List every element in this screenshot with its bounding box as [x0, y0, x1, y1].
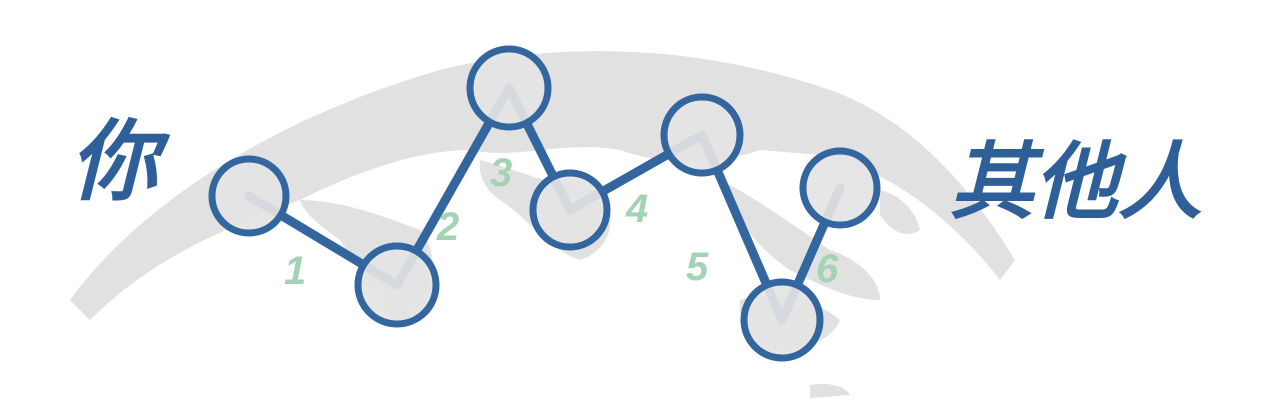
node-7 — [799, 147, 881, 229]
node-4 — [529, 169, 611, 251]
step-number-3: 3 — [490, 151, 512, 195]
nodes — [208, 45, 881, 362]
label-others: 其他人 — [950, 133, 1203, 231]
step-number-1: 1 — [284, 249, 306, 293]
node-6 — [740, 278, 824, 362]
label-you: 你 — [70, 110, 159, 213]
step-number-4: 4 — [625, 187, 648, 231]
step-numbers: 1 2 3 4 5 6 — [284, 151, 839, 293]
node-3 — [466, 45, 552, 131]
step-number-6: 6 — [816, 247, 839, 291]
node-2 — [354, 242, 440, 328]
node-1 — [208, 155, 290, 237]
node-5 — [660, 93, 744, 177]
step-number-2: 2 — [436, 205, 459, 249]
step-number-5: 5 — [686, 245, 709, 289]
